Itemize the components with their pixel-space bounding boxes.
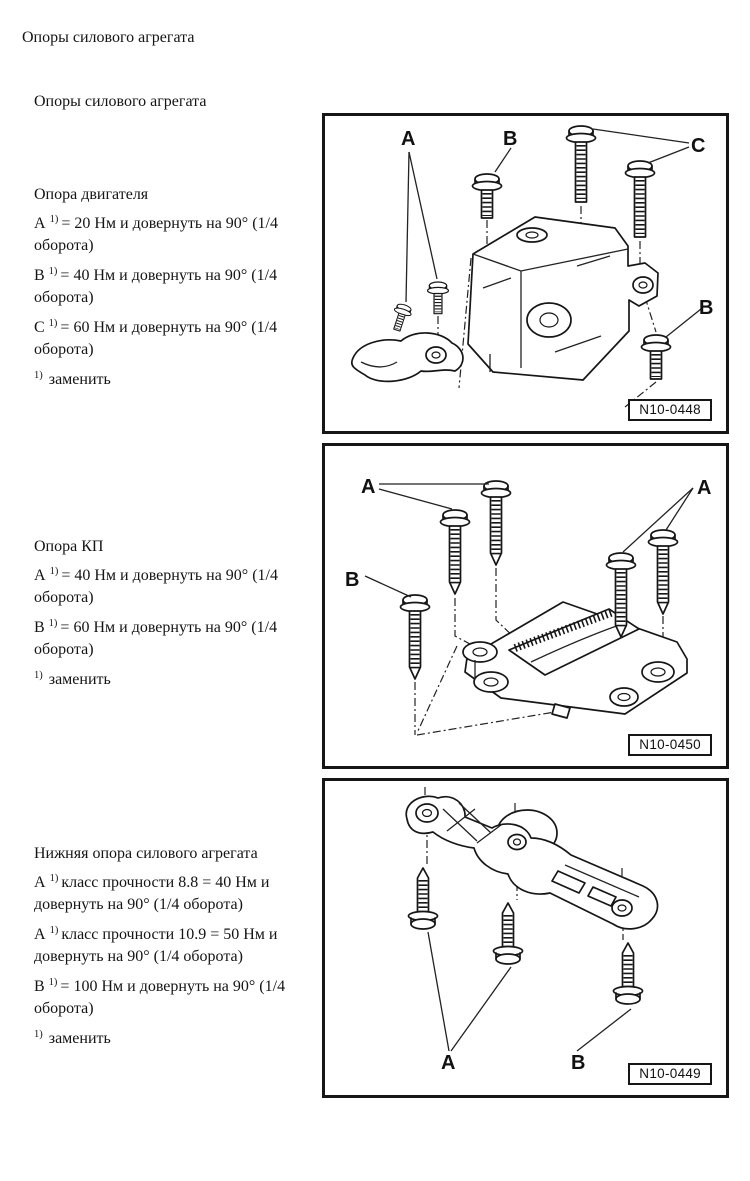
- support-bracket: [350, 332, 464, 383]
- figure-ref: N10-0450: [628, 734, 712, 756]
- page-subtitle: Опоры силового агрегата: [34, 93, 207, 110]
- figure-engine-mount: A B C B N10-0448: [322, 113, 729, 434]
- footnote: 1)заменить: [34, 369, 111, 388]
- leader-lines: [405, 128, 702, 338]
- section-heading: Опора двигателя: [34, 186, 149, 203]
- gearbox-mount-body: [462, 601, 688, 719]
- page-title: Опоры силового агрегата: [22, 29, 195, 46]
- torque-arm-body: [405, 795, 659, 930]
- section-heading: Опора КП: [34, 538, 104, 555]
- figure-label-b: B: [345, 569, 360, 591]
- figure-gearbox-mount: A A B N10-0450: [322, 443, 729, 769]
- footnote: 1)заменить: [34, 1028, 111, 1047]
- lower-mount-drawing: [325, 787, 659, 1052]
- figure-label-a: A: [401, 128, 416, 150]
- engine-mount-body: [467, 216, 659, 381]
- figure-label-a: A: [441, 1052, 456, 1074]
- figure-label-b: B: [503, 128, 518, 150]
- figure-label-c: C: [691, 135, 706, 157]
- figure-label-a2: A: [697, 477, 712, 499]
- footnote: 1)заменить: [34, 669, 111, 688]
- leader-lines: [427, 931, 632, 1052]
- figure-ref: N10-0449: [628, 1063, 712, 1085]
- leader-lines: [364, 483, 694, 598]
- engine-mount-drawing: [350, 116, 702, 408]
- figure-ref: N10-0448: [628, 399, 712, 421]
- figure-lower-mount: A B N10-0449: [322, 778, 729, 1098]
- figure-label-b: B: [571, 1052, 586, 1074]
- gearbox-mount-drawing: [364, 446, 694, 736]
- figure-label-b2: B: [699, 297, 714, 319]
- section-heading: Нижняя опора силового агрегата: [34, 845, 258, 862]
- figure-label-a: A: [361, 476, 376, 498]
